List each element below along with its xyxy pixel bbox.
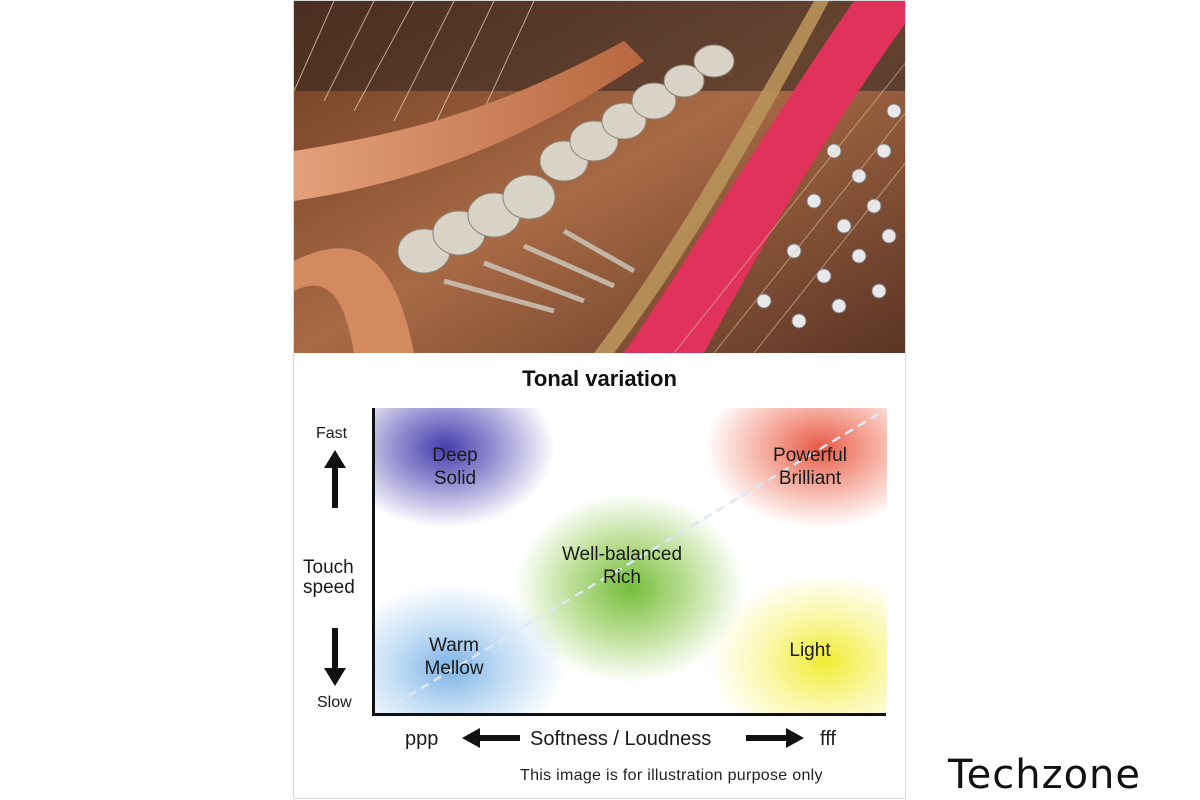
zone-powerful-brilliant: Powerful Brilliant [773, 445, 847, 489]
zone-deep-solid: Deep Solid [432, 445, 478, 489]
illustration-footnote: This image is for illustration purpose o… [520, 767, 823, 784]
arrow-up-icon [324, 450, 346, 508]
illustration-card [293, 0, 906, 799]
x-axis-right-label: fff [820, 728, 836, 750]
arrow-left-icon [462, 728, 520, 748]
x-axis-line [372, 713, 886, 716]
y-axis-bottom-label: Slow [317, 694, 352, 711]
y-axis-top-label: Fast [316, 425, 348, 442]
zone-well-balanced-rich: Well-balanced Rich [561, 544, 683, 588]
diagram-title: Tonal variation [522, 366, 677, 391]
y-axis-line [372, 408, 375, 716]
x-axis-left-label: ppp [405, 728, 439, 750]
tonal-plot-area [375, 408, 887, 714]
diagonal-dashed-line [394, 408, 886, 706]
x-axis-label: Softness / Loudness [530, 728, 712, 750]
y-axis-label: Touch speed [303, 557, 355, 598]
arrow-down-icon [324, 628, 346, 686]
zone-light: Light [789, 640, 831, 661]
zone-warm-mellow: Warm Mellow [424, 635, 484, 679]
piano-interior-photo [294, 1, 905, 353]
arrow-right-icon [746, 728, 804, 748]
techzone-watermark: Techzone [948, 752, 1142, 798]
